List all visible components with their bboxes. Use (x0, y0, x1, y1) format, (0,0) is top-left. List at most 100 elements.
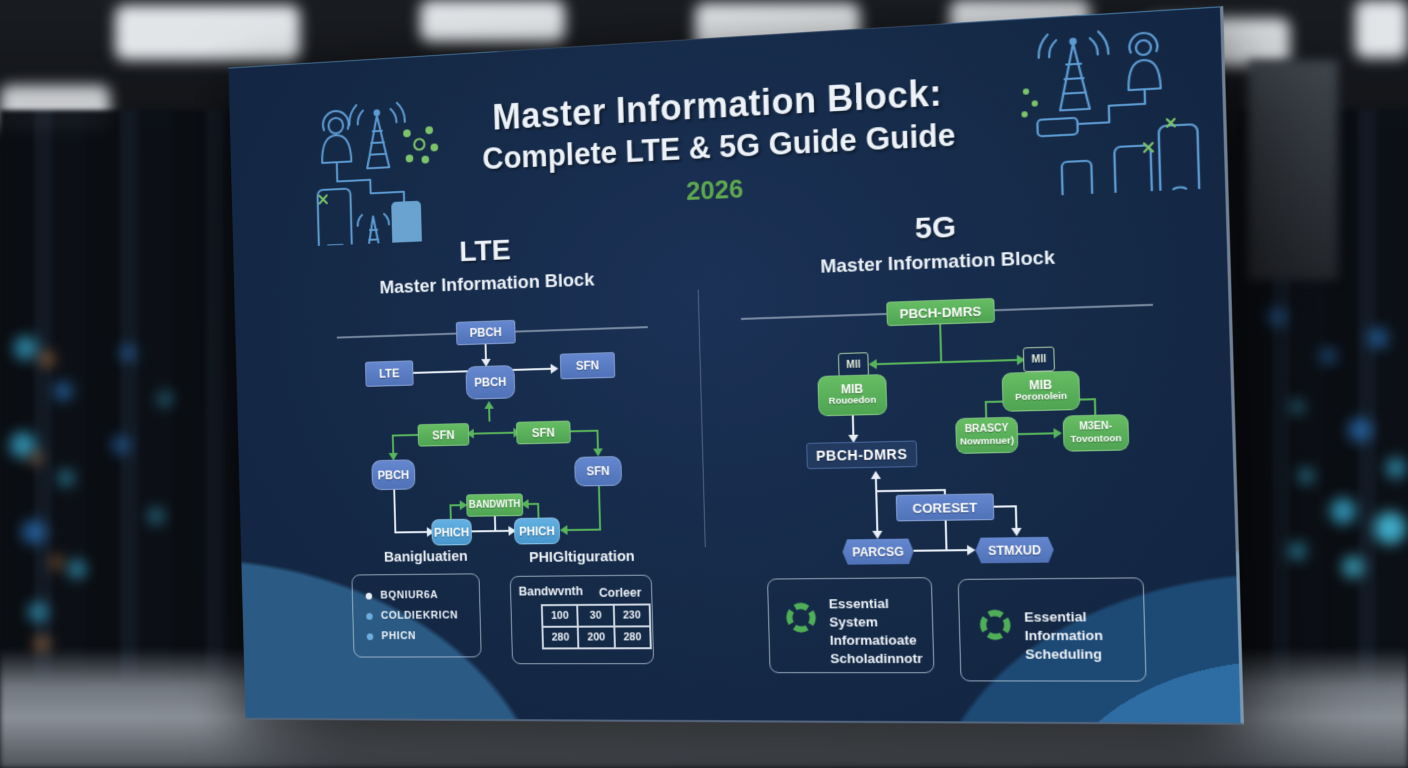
table-grid: 100 30 230 280 200 280 (541, 603, 652, 649)
sfn-green-right-box: SFN (516, 420, 571, 444)
list-item-label: COLDIEKRICN (381, 610, 458, 622)
table-cell: 230 (613, 604, 650, 626)
rack-light (112, 436, 130, 454)
rack-light (40, 352, 54, 366)
card-line: Informatioate (830, 631, 932, 650)
lte-heading: LTE (391, 231, 580, 272)
fiveg-subheading: Master Information Block (784, 246, 1093, 280)
ceiling-light (1355, 0, 1408, 58)
mib-right-title: MIB (1029, 379, 1052, 392)
fiveg-top-pbch-dmrs-box: PBCH-DMRS (886, 298, 995, 326)
rack-light (30, 452, 42, 464)
essential-system-card: Essential System Informatioate Scholadin… (767, 577, 935, 673)
mib-right-sub: Poronolein (1015, 391, 1067, 405)
rack-light (120, 345, 136, 361)
table-cell: 30 (577, 605, 614, 627)
phone-icon (317, 189, 352, 247)
branch-left-sub: Nowmnuer) (960, 435, 1015, 449)
ring-icon (976, 606, 1014, 643)
telecom-icons-left (299, 94, 455, 247)
list-item: COLDIEKRICN (366, 606, 480, 626)
rack-light (1342, 556, 1364, 578)
rack-light (1374, 512, 1406, 544)
lte-subheading: Master Information Block (346, 268, 629, 300)
lte-flow-connectors (332, 311, 669, 578)
rack-light (68, 560, 86, 578)
phone-icon (1062, 161, 1093, 197)
ceiling-light (420, 0, 565, 42)
person-icon (1136, 40, 1151, 55)
card-text: Essential System Informatioate Scholadin… (829, 595, 933, 669)
list-item-label: BQNIUR6A (380, 589, 438, 601)
parcsg-hex-box: PARCSG (842, 539, 914, 565)
card-line: Scheduling (1025, 645, 1144, 664)
fiveg-heading: 5G (833, 207, 1040, 250)
branch-right-sub: Tovontoon (1070, 432, 1122, 446)
rack-light (1268, 308, 1286, 326)
infographic-board: Master Information Block: Complete LTE &… (228, 6, 1244, 725)
molecule-icon (1021, 88, 1039, 118)
stmxud-hex-box: STMXUD (975, 537, 1054, 564)
list-item-label: PHICN (381, 630, 416, 642)
mib-right-box: MIB Poronolein (1002, 371, 1081, 412)
rack-light (1320, 348, 1336, 364)
rack-light (148, 508, 164, 524)
phich-left-box: PHICH (431, 519, 472, 546)
bullet-icon (367, 633, 374, 640)
sfn-top-right-box: SFN (560, 352, 615, 379)
lte-table-title: PHIGltiguration (515, 548, 650, 566)
table-cell: 280 (542, 627, 578, 649)
small-tower-icon (367, 216, 381, 246)
bandwidth-box: BANDWITH (466, 493, 523, 516)
lte-config-table: Bandwvnth Corleer 100 30 230 280 200 280 (510, 575, 654, 665)
lte-box: LTE (365, 360, 414, 387)
list-item: PHICN (367, 626, 481, 646)
connector-line (337, 159, 404, 205)
ceiling-light (115, 5, 300, 60)
device-icon (1037, 118, 1077, 137)
board-content: Master Information Block: Complete LTE &… (253, 7, 1244, 726)
table-cell: 280 (614, 626, 651, 648)
phone-icon (1114, 145, 1152, 197)
rack-light (28, 602, 48, 622)
table-header-left: Bandwvnth (518, 584, 583, 598)
rack-light (1348, 418, 1372, 442)
rack-light (22, 520, 46, 544)
mib-left-title: MIB (841, 383, 864, 396)
lte-list-title: Banigluatien (365, 548, 486, 566)
cell-tower-icon (366, 115, 389, 168)
rack-light (50, 556, 63, 569)
table-cell: 100 (542, 605, 578, 627)
rack-light (1330, 498, 1356, 524)
table-header-right: Corleer (599, 586, 642, 600)
rack-light (54, 382, 72, 400)
lte-config-list: BQNIUR6A COLDIEKRICN PHICN (351, 573, 481, 657)
table-cell: 200 (578, 627, 615, 649)
sfn-right-box: SFN (574, 456, 622, 487)
branch-right-title: M3EN- (1079, 420, 1112, 433)
card-line: Essential Information (1024, 608, 1144, 646)
rack-light (158, 392, 172, 406)
rack-light (1386, 458, 1406, 478)
card-line: Scholadinnotr (830, 650, 932, 668)
rack-light (14, 336, 38, 360)
cell-tower-icon (1058, 43, 1089, 111)
phone-icon (1159, 124, 1200, 197)
pbch-main-box: PBCH (465, 365, 515, 400)
lte-top-pbch-box: PBCH (456, 320, 516, 345)
branch-left-box: BRASCY Nowmnuer) (955, 417, 1018, 454)
list-item: BQNIUR6A (365, 585, 479, 605)
rack-light (1368, 328, 1388, 348)
card-text: Essential Information Scheduling (1024, 608, 1144, 664)
mib-left-sub: Rouoedon (829, 395, 877, 408)
telecom-icons-right (1018, 21, 1203, 197)
sparkle-icon (1144, 143, 1153, 152)
pbch-left-box: PBCH (371, 459, 415, 490)
rack-light (58, 470, 74, 486)
mib-left-box: MIB Rouoedon (817, 374, 887, 416)
rack-light (1298, 468, 1314, 484)
column-divider (698, 289, 706, 547)
sparkle-icon (319, 195, 326, 203)
rack-light (1290, 400, 1304, 414)
